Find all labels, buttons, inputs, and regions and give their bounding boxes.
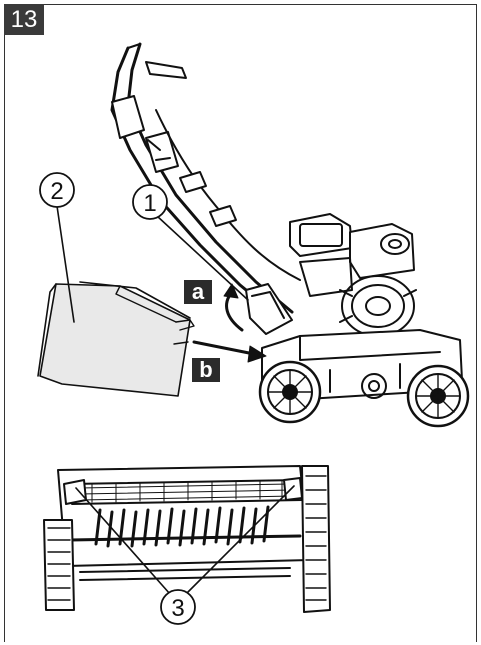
figure-frame (4, 4, 477, 642)
callout-2-circle (39, 172, 75, 208)
figure-number-badge: 13 (4, 4, 44, 35)
grass-catcher-bag (37, 281, 195, 397)
callout-2-label: 2 (50, 178, 63, 205)
tag-b-label: b (199, 357, 212, 382)
callout-3-label: 3 (171, 595, 184, 622)
callout-3-circle (160, 589, 196, 625)
callout-1-circle (132, 184, 168, 220)
scarifier-machine (110, 42, 470, 428)
roller-detail-view (43, 465, 331, 613)
callout-1-label: 1 (143, 190, 156, 217)
tag-a-background (184, 280, 212, 304)
tag-b-background (192, 358, 220, 382)
tag-a-label: a (192, 279, 205, 304)
